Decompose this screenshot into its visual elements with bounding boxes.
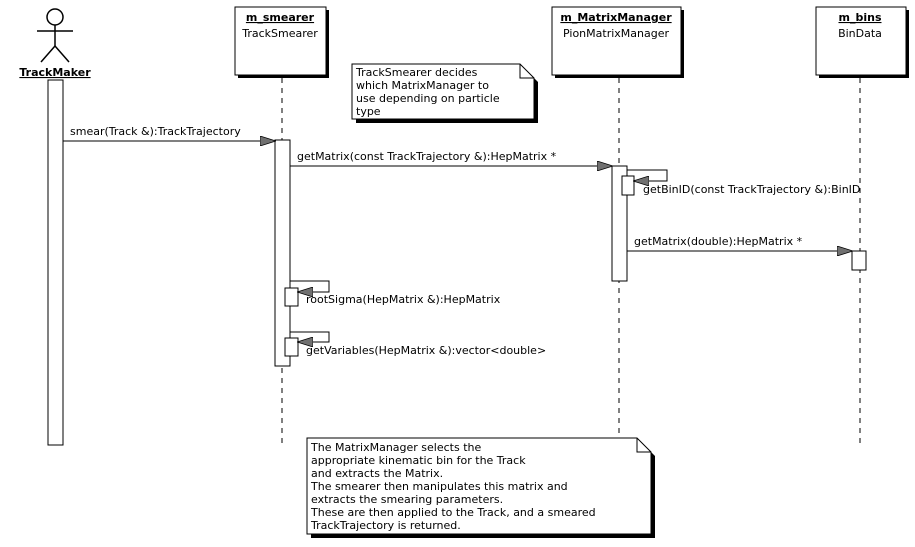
object-m-matrixmanager: m_MatrixManager PionMatrixManager (551, 6, 684, 78)
activation-trackmaker (47, 79, 64, 446)
message-rootsigma: rootSigma(HepMatrix &):HepMatrix (290, 280, 501, 306)
activation-m-smearer (274, 139, 291, 367)
activation-self-getvariables (284, 337, 299, 357)
object-m-smearer: m_smearer TrackSmearer (234, 6, 329, 78)
note-line: use depending on particle (356, 92, 500, 105)
stick-figure-icon (37, 8, 73, 63)
activation-m-bins (851, 250, 867, 271)
actor-trackmaker: TrackMaker (19, 8, 91, 79)
note-line: TrackSmearer decides (355, 66, 478, 79)
object-class: BinData (838, 27, 882, 40)
message-label: rootSigma(HepMatrix &):HepMatrix (306, 293, 501, 306)
note-line: which MatrixManager to (356, 79, 489, 92)
object-name: m_bins (839, 11, 882, 24)
note-line: appropriate kinematic bin for the Track (311, 454, 526, 467)
object-name: m_smearer (246, 11, 315, 24)
note-line: The smearer then manipulates this matrix… (310, 480, 568, 493)
note-line: These are then applied to the Track, and… (310, 506, 596, 519)
object-class: TrackSmearer (241, 27, 318, 40)
message-label: getMatrix(const TrackTrajectory &):HepMa… (297, 150, 557, 163)
object-m-bins: m_bins BinData (815, 6, 909, 78)
note-line: and extracts the Matrix. (311, 467, 443, 480)
actor-name: TrackMaker (19, 66, 91, 79)
message-smear: smear(Track &):TrackTrajectory (63, 125, 275, 141)
message-getvariables: getVariables(HepMatrix &):vector<double> (290, 331, 546, 357)
message-label: getMatrix(double):HepMatrix * (634, 235, 803, 248)
message-label: smear(Track &):TrackTrajectory (70, 125, 241, 138)
note-trackSmearer-decides: TrackSmearer decides which MatrixManager… (351, 63, 538, 123)
object-name: m_MatrixManager (560, 11, 672, 24)
message-getbinid: getBinID(const TrackTrajectory &):BinID (627, 169, 860, 196)
message-getmatrix-double: getMatrix(double):HepMatrix * (627, 235, 852, 251)
note-matrixmanager-summary: The MatrixManager selects the appropriat… (306, 437, 655, 538)
activations (47, 79, 867, 446)
message-label: getBinID(const TrackTrajectory &):BinID (643, 183, 860, 196)
activation-self-rootsigma (284, 287, 299, 307)
message-label: getVariables(HepMatrix &):vector<double> (306, 344, 546, 357)
note-line: extracts the smearing parameters. (311, 493, 503, 506)
note-line: TrackTrajectory is returned. (310, 519, 461, 532)
note-line: The MatrixManager selects the (310, 441, 481, 454)
lifelines (281, 78, 861, 447)
note-line: type (356, 105, 381, 118)
activation-self-getbinid (621, 175, 635, 196)
object-class: PionMatrixManager (563, 27, 669, 40)
message-getmatrix-trajectory: getMatrix(const TrackTrajectory &):HepMa… (290, 150, 612, 166)
